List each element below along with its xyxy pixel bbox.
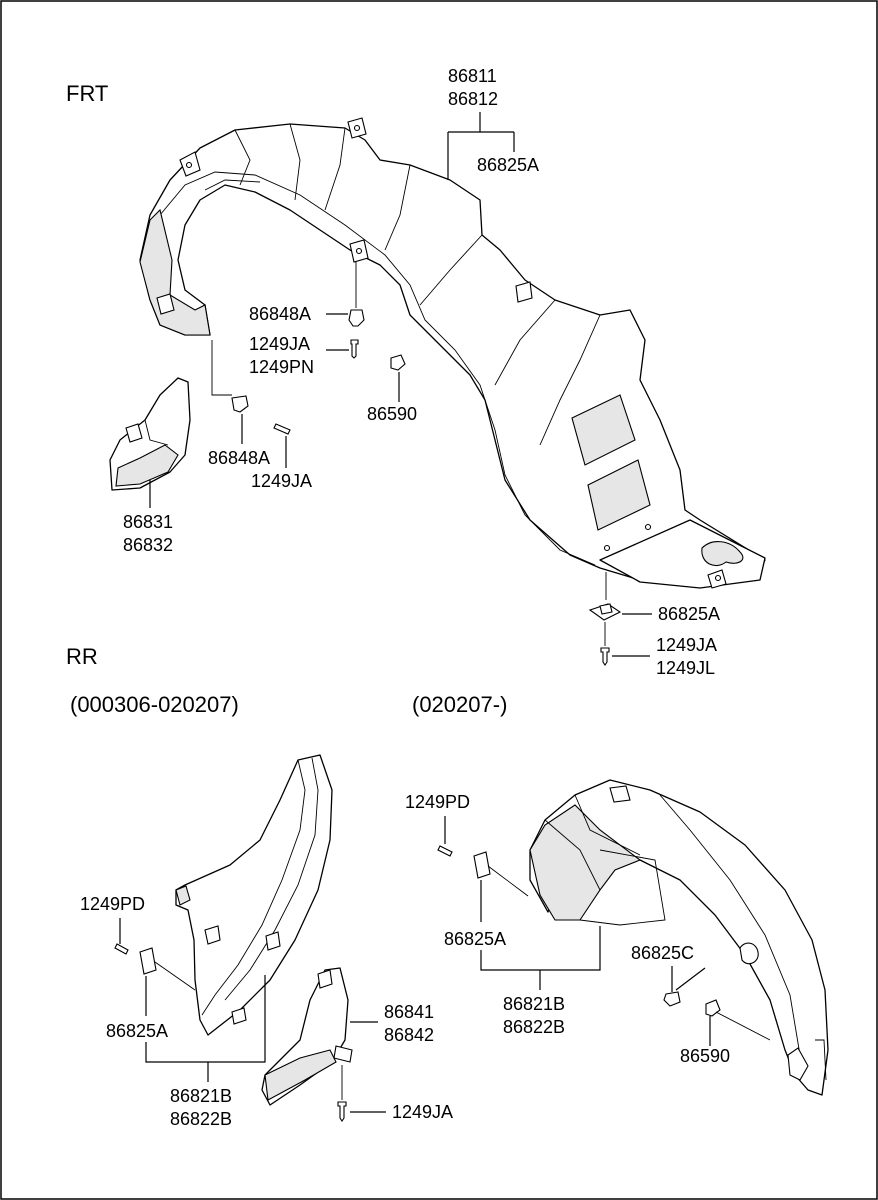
label-1249PN: 1249PN bbox=[249, 357, 314, 377]
rear-wheel-guard-late bbox=[529, 779, 829, 1096]
nut-86825A-late bbox=[473, 851, 529, 897]
mud-guard-rear bbox=[261, 967, 353, 1106]
label-86832: 86832 bbox=[123, 535, 173, 555]
grommet-86590-front bbox=[390, 354, 406, 371]
leader-86811 bbox=[447, 112, 515, 180]
label-86825A-top: 86825A bbox=[477, 155, 539, 175]
label-1249JA-rear: 1249JA bbox=[392, 1102, 453, 1122]
nut-86825A-early bbox=[139, 947, 196, 991]
label-1249JA-lower: 1249JA bbox=[251, 471, 312, 491]
screw-1249PD-late bbox=[437, 816, 453, 857]
rear-wheel-guard-early bbox=[175, 754, 333, 1036]
label-86822B-late: 86822B bbox=[503, 1017, 565, 1037]
section-front-title: FRT bbox=[66, 81, 108, 106]
label-86825C: 86825C bbox=[631, 943, 694, 963]
nut-86825C bbox=[663, 966, 706, 1007]
screw-1249PD-early bbox=[114, 918, 129, 955]
label-86841: 86841 bbox=[384, 1002, 434, 1022]
rear-range-late: (020207-) bbox=[412, 692, 507, 717]
label-1249JA-upper: 1249JA bbox=[249, 334, 310, 354]
screw-1249JA-1249JL bbox=[600, 622, 610, 666]
label-86831: 86831 bbox=[123, 512, 173, 532]
leader-86821B-early bbox=[145, 975, 266, 1082]
label-86825A-early: 86825A bbox=[106, 1021, 168, 1041]
label-86822B-early: 86822B bbox=[170, 1109, 232, 1129]
label-86821B-early: 86821B bbox=[170, 1086, 232, 1106]
label-86812: 86812 bbox=[448, 89, 498, 109]
clip-86848A-lower bbox=[231, 395, 249, 413]
grommet-86590-rear bbox=[705, 999, 771, 1046]
label-86848A-lower: 86848A bbox=[208, 448, 270, 468]
screw-1249JA-rear bbox=[337, 1065, 347, 1122]
label-86821B-late: 86821B bbox=[503, 994, 565, 1014]
section-rear-title: RR bbox=[66, 644, 98, 669]
label-86848A-upper: 86848A bbox=[249, 304, 311, 324]
rear-range-early: (000306-020207) bbox=[70, 692, 239, 717]
nut-86825A-front bbox=[588, 572, 622, 621]
screw-1249JA-lower bbox=[273, 423, 291, 435]
leader-86821B-late bbox=[480, 926, 601, 990]
label-86825A-front: 86825A bbox=[658, 604, 720, 624]
label-1249PD-late: 1249PD bbox=[405, 792, 470, 812]
screw-1249JA-upper bbox=[350, 339, 359, 359]
front-wheel-guard bbox=[139, 117, 766, 589]
label-1249PD-early: 1249PD bbox=[80, 894, 145, 914]
label-1249JL: 1249JL bbox=[656, 658, 715, 678]
label-1249JA-front-bottom: 1249JA bbox=[656, 635, 717, 655]
label-86590-front: 86590 bbox=[367, 404, 417, 424]
label-86811: 86811 bbox=[448, 66, 497, 86]
label-86825A-late: 86825A bbox=[444, 929, 506, 949]
label-86842: 86842 bbox=[384, 1025, 434, 1045]
clip-86848A-upper bbox=[348, 262, 365, 327]
label-86590-rear: 86590 bbox=[680, 1046, 730, 1066]
mud-guard-front bbox=[109, 377, 191, 491]
